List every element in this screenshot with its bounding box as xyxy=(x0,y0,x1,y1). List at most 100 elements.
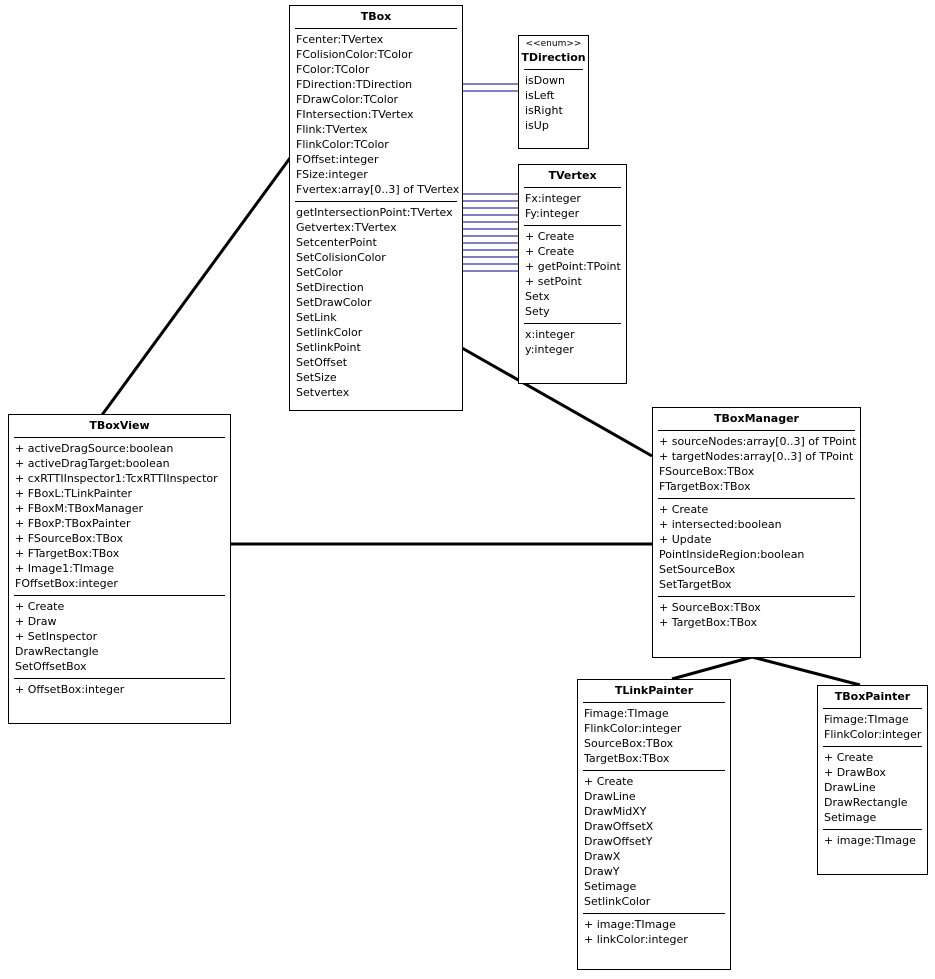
class-member: SetColisionColor xyxy=(296,251,386,264)
class-tboxmanager[interactable]: TBoxManager + sourceNodes:array[0..3] of… xyxy=(652,407,861,658)
class-member: SetlinkColor xyxy=(296,326,363,339)
separator xyxy=(524,69,583,70)
separator xyxy=(524,187,621,188)
class-member: + TargetBox:TBox xyxy=(659,616,758,629)
class-member: Setx xyxy=(525,290,550,303)
class-member: + FBoxM:TBoxManager xyxy=(15,502,144,515)
class-member: getIntersectionPoint:TVertex xyxy=(296,206,453,219)
class-member: FlinkColor:TColor xyxy=(296,138,389,151)
separator xyxy=(524,225,621,226)
class-member: + activeDragSource:boolean xyxy=(15,442,174,455)
class-member: Setimage xyxy=(584,880,637,893)
class-member: Fcenter:TVertex xyxy=(296,33,384,46)
class-member: SetDrawColor xyxy=(296,296,372,309)
class-member: DrawOffsetX xyxy=(584,820,654,833)
class-member: x:integer xyxy=(525,328,575,341)
class-member: y:integer xyxy=(525,343,574,356)
connector-tboxmanager-tboxpainter xyxy=(751,655,861,687)
attributes-section: isDown isLeft isRight isUp xyxy=(519,70,588,137)
class-member: + activeDragTarget:boolean xyxy=(15,457,170,470)
class-member: Sety xyxy=(525,305,550,318)
class-member: TargetBox:TBox xyxy=(584,752,670,765)
class-member: Fx:integer xyxy=(525,192,581,205)
class-member: DrawMidXY xyxy=(584,805,647,818)
stereotype-label: <<enum>> xyxy=(525,39,582,49)
properties-section: x:integer y:integer xyxy=(519,324,626,361)
class-member: + OffsetBox:integer xyxy=(15,683,125,696)
class-name: TVertex xyxy=(548,169,597,182)
class-member: FColor:TColor xyxy=(296,63,370,76)
class-member: + Create xyxy=(525,245,575,258)
class-member: + DrawBox xyxy=(824,766,886,779)
class-member: FTargetBox:TBox xyxy=(659,480,751,493)
class-member: isUp xyxy=(525,119,549,132)
class-member: + linkColor:integer xyxy=(584,933,688,946)
class-member: isLeft xyxy=(525,89,555,102)
separator xyxy=(658,498,855,499)
connector-tbox-tvertex xyxy=(462,193,518,272)
class-member: DrawOffsetY xyxy=(584,835,653,848)
class-name: TBox xyxy=(360,10,392,23)
class-member: + FBoxP:TBoxPainter xyxy=(15,517,131,530)
class-member: DrawRectangle xyxy=(824,796,908,809)
class-member: DrawRectangle xyxy=(15,645,99,658)
connector-tbox-tboxview xyxy=(100,157,292,416)
class-member: Getvertex:TVertex xyxy=(296,221,397,234)
separator xyxy=(583,770,725,771)
class-member: + setPoint xyxy=(525,275,582,288)
class-member: FOffsetBox:integer xyxy=(15,577,118,590)
separator xyxy=(524,323,621,324)
class-member: + getPoint:TPoint xyxy=(525,260,621,273)
class-member: Fvertex:array[0..3] of TVertex xyxy=(296,183,460,196)
class-tboxview[interactable]: TBoxView + activeDragSource:boolean+ act… xyxy=(8,414,231,724)
connector-tboxmanager-tlinkpainter xyxy=(671,655,753,681)
class-member: + Create xyxy=(15,600,65,613)
class-member: FDrawColor:TColor xyxy=(296,93,399,106)
separator xyxy=(823,746,922,747)
class-member: SetSize xyxy=(296,371,337,384)
class-member: + Create xyxy=(824,751,874,764)
class-member: + image:TImage xyxy=(584,918,676,931)
class-member: + Create xyxy=(525,230,575,243)
properties-section: + SourceBox:TBox+ TargetBox:TBox xyxy=(653,597,860,634)
class-name: TDirection xyxy=(521,51,586,64)
class-member: FSourceBox:TBox xyxy=(659,465,755,478)
class-member: SetDirection xyxy=(296,281,364,294)
class-member: SetlinkColor xyxy=(584,895,651,908)
class-member: FSize:integer xyxy=(296,168,368,181)
class-member: Setvertex xyxy=(296,386,350,399)
separator xyxy=(658,430,855,431)
class-member: + FTargetBox:TBox xyxy=(15,547,120,560)
separator xyxy=(658,596,855,597)
class-member: SetcenterPoint xyxy=(296,236,377,249)
class-member: Flink:TVertex xyxy=(296,123,368,136)
separator xyxy=(295,201,457,202)
class-member: isDown xyxy=(525,74,565,87)
class-member: Fimage:TImage xyxy=(584,707,669,720)
class-member: + FSourceBox:TBox xyxy=(15,532,123,545)
class-member: FlinkColor:integer xyxy=(584,722,682,735)
properties-section: + image:TImage xyxy=(818,830,927,852)
class-member: isRight xyxy=(525,104,563,117)
operations-section: + Create + Create + getPoint:TPoint + setPo… xyxy=(519,226,626,323)
separator xyxy=(14,595,225,596)
class-member: + SetInspector xyxy=(15,630,98,643)
class-member: + intersected:boolean xyxy=(659,518,782,531)
class-member: + Update xyxy=(659,533,712,546)
class-member: SetlinkPoint xyxy=(296,341,361,354)
separator xyxy=(583,913,725,914)
